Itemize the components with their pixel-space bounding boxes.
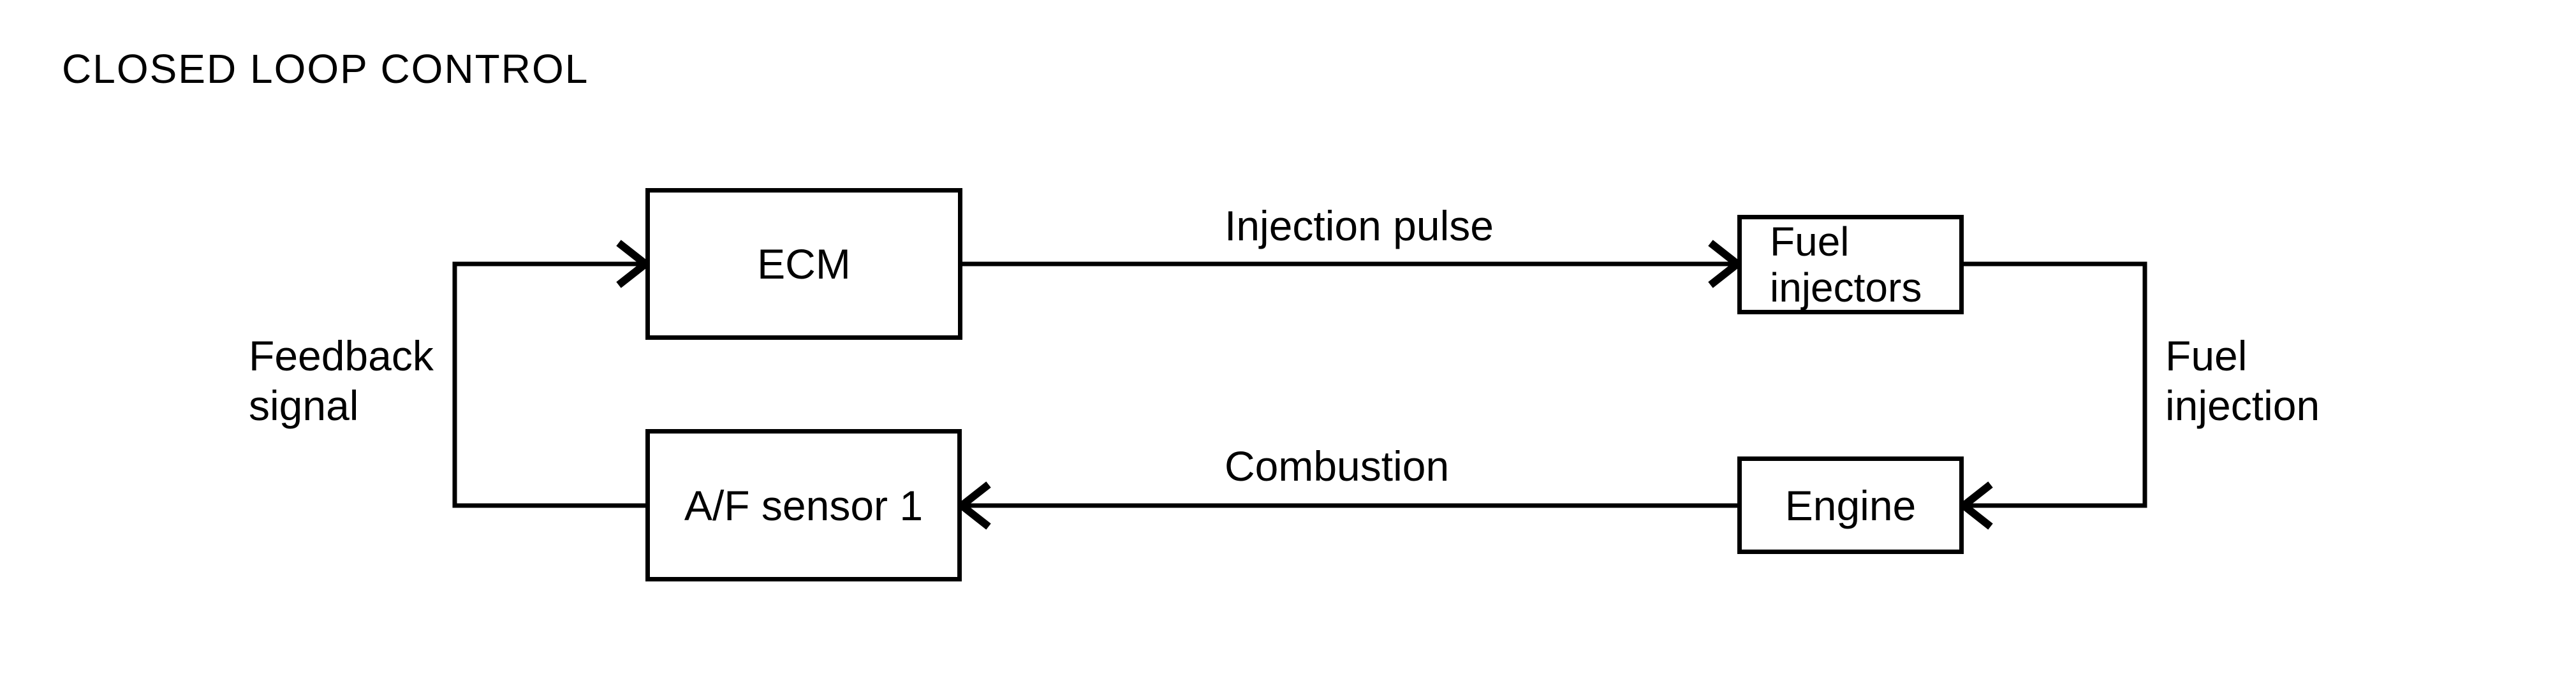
wire-feedback-signal xyxy=(452,261,645,508)
edge-label-feedback-signal-line1: Feedback xyxy=(249,332,434,379)
node-fuel-injectors-label-line2: injectors xyxy=(1770,265,1922,310)
edge-label-combustion: Combustion xyxy=(1225,442,1450,490)
node-engine-label: Engine xyxy=(1785,481,1917,529)
node-fuel-injectors-label: Fuel injectors xyxy=(1770,219,1922,310)
edge-label-fuel-injection-line1: Fuel xyxy=(2165,332,2248,379)
node-ecm: ECM xyxy=(645,188,962,340)
edge-label-fuel-injection: Fuel injection xyxy=(2165,331,2320,430)
edge-label-feedback-signal-line2: signal xyxy=(249,382,359,429)
node-fuel-injectors-label-line1: Fuel xyxy=(1770,219,1850,265)
node-af-sensor-1: A/F sensor 1 xyxy=(645,429,962,581)
node-engine: Engine xyxy=(1737,456,1964,554)
edge-label-feedback-signal: Feedback signal xyxy=(249,331,434,430)
diagram-title: CLOSED LOOP CONTROL xyxy=(62,46,589,92)
edge-label-injection-pulse: Injection pulse xyxy=(1225,202,1494,249)
node-ecm-label: ECM xyxy=(757,240,851,288)
arrowhead-into-af-sensor-icon xyxy=(955,481,991,530)
node-af-sensor-1-label: A/F sensor 1 xyxy=(684,481,924,529)
arrowhead-into-engine-icon xyxy=(1957,481,1993,530)
node-fuel-injectors: Fuel injectors xyxy=(1737,215,1964,314)
wire-fuel-injection xyxy=(1964,261,2147,508)
edge-label-fuel-injection-line2: injection xyxy=(2165,382,2320,429)
